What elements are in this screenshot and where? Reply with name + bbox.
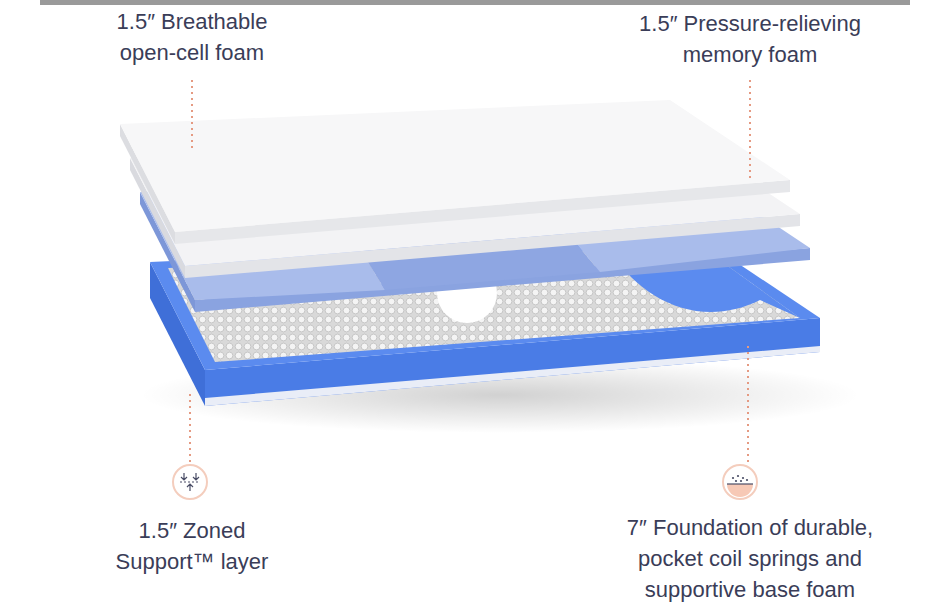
layer-label: 7″ Foundation of durable, pocket coil sp… <box>600 512 900 605</box>
layer-label: 1.5″ Pressure-relieving memory foam <box>615 8 885 70</box>
leader-line <box>190 80 750 462</box>
top-bar <box>40 0 910 5</box>
compress-icon <box>173 465 207 499</box>
foam-icon <box>723 465 757 499</box>
open-cell-layer <box>120 100 790 244</box>
layer-label: 1.5″ Zoned Support™ layer <box>105 515 280 577</box>
layer-label: 1.5″ Breathable open-cell foam <box>97 6 287 68</box>
